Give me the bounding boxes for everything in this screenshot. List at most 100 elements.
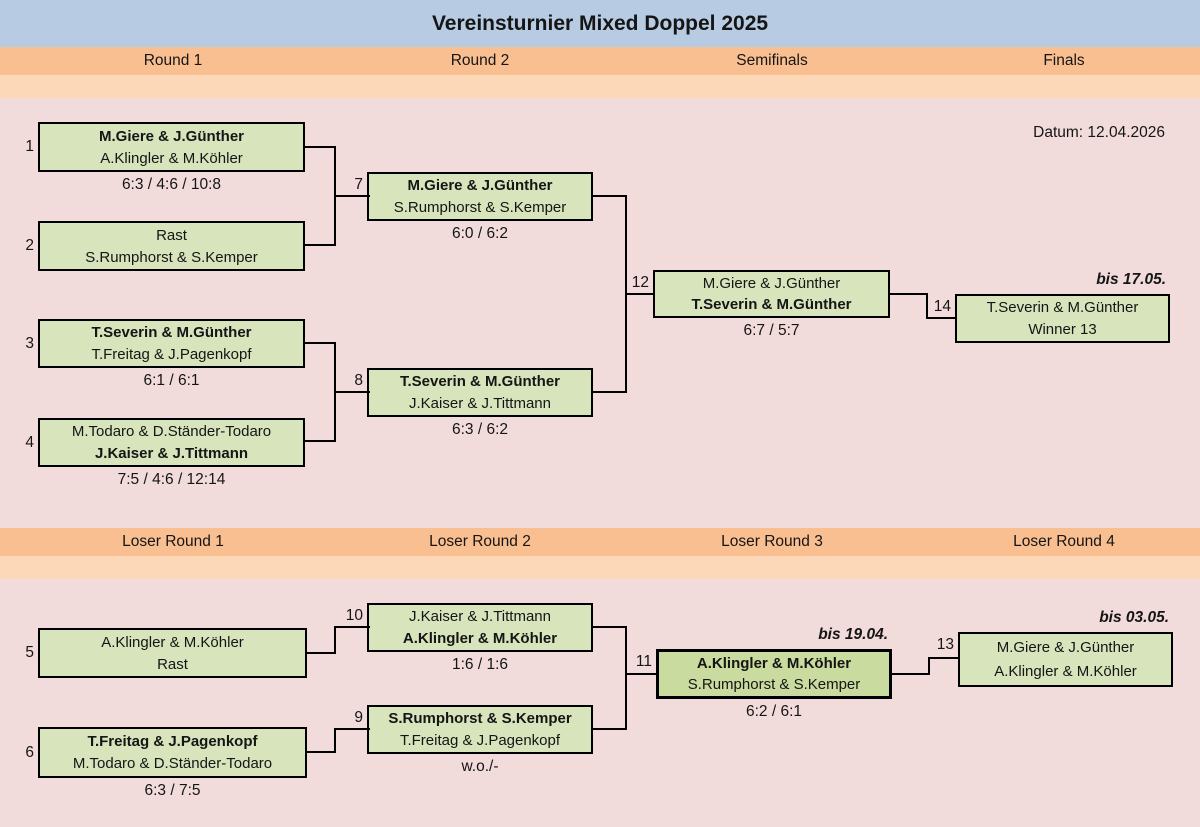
title-bar: Vereinsturnier Mixed Doppel 2025 [0,0,1200,47]
match-number-12: 12 [631,274,649,291]
match-4-team1: M.Todaro & D.Ständer-Todaro [71,423,272,441]
match-7-team1: M.Giere & J.Günther [407,177,553,195]
match-score-3: 6:1 / 6:1 [143,372,200,389]
match-1-team1: M.Giere & J.Günther [98,127,245,145]
match-10-team2: A.Klingler & M.Köhler [402,629,558,647]
match-number-11: 11 [635,653,652,670]
connector-line [334,728,370,730]
connector-line [891,673,930,675]
match-score-1: 6:3 / 4:6 / 10:8 [121,176,222,193]
header-semifinals: Semifinals [736,52,808,69]
connector-line [592,728,627,730]
match-number-8: 8 [354,372,363,389]
winner-header-band [0,47,1200,75]
match-13-team2: A.Klingler & M.Köhler [994,663,1137,681]
deadline-note-13: bis 03.05. [1099,609,1169,626]
match-2-team1: Rast [156,226,187,244]
connector-line [306,652,336,654]
match-10-team1: J.Kaiser & J.Tittmann [409,608,551,626]
match-2-team2: S.Rumphorst & S.Kemper [85,248,258,266]
match-number-13: 13 [936,636,954,653]
match-12-team1: M.Giere & J.Günther [702,275,841,292]
connector-line [592,195,627,197]
match-score-10: 1:6 / 1:6 [451,656,508,673]
page-title: Vereinsturnier Mixed Doppel 2025 [431,11,769,35]
match-number-1: 1 [25,138,34,155]
match-8-team2: J.Kaiser & J.Tittmann [409,394,551,412]
match-7-team2: S.Rumphorst & S.Kemper [393,198,567,216]
match-11-team1: A.Klingler & M.Köhler [696,655,852,672]
match-number-6: 6 [25,744,34,761]
match-number-7: 7 [354,176,363,193]
match-number-4: 4 [25,434,34,451]
date-label: Datum: 12.04.2026 [1033,124,1165,141]
header-round-1: Round 1 [143,52,203,69]
match-score-11: 6:2 / 6:1 [745,703,802,720]
loser-header-band [0,528,1200,556]
match-5-team1: A.Klingler & M.Köhler [101,633,244,651]
header-loser-round-1: Loser Round 1 [122,533,224,550]
match-number-5: 5 [25,644,34,661]
connector-line [306,751,336,753]
match-13-team1: M.Giere & J.Günther [996,638,1135,656]
match-8-team1: T.Severin & M.Günther [399,373,561,391]
header-loser-round-3: Loser Round 3 [721,533,823,550]
header-round-2: Round 2 [450,52,510,69]
deadline-note-11: bis 19.04. [818,626,888,643]
match-9-team1: S.Rumphorst & S.Kemper [388,710,572,728]
match-score-4: 7:5 / 4:6 / 12:14 [117,471,226,488]
match-number-2: 2 [25,237,34,254]
match-number-9: 9 [354,709,363,726]
match-number-14: 14 [933,298,951,315]
connector-line [305,244,336,246]
match-score-9: w.o./- [461,758,499,775]
deadline-note-14: bis 17.05. [1096,271,1166,288]
connector-line [334,391,370,393]
match-6-team1: T.Freitag & J.Pagenkopf [87,732,258,750]
connector-line [889,293,928,295]
connector-line [928,657,930,675]
connector-line [625,293,655,295]
match-score-8: 6:3 / 6:2 [451,421,508,438]
match-number-3: 3 [25,335,34,352]
match-6-team2: M.Todaro & D.Ständer-Todaro [72,755,273,773]
match-14-team2: Winner 13 [1028,320,1097,338]
connector-line [305,440,336,442]
match-score-6: 6:3 / 7:5 [144,782,201,799]
connector-line [334,626,336,654]
connector-line [625,626,627,730]
connector-line [305,342,336,344]
connector-line [334,626,370,628]
connector-line [334,195,370,197]
connector-line [592,626,627,628]
connector-line [928,657,960,659]
match-14-team1: T.Severin & M.Günther [986,299,1139,317]
match-4-team2: J.Kaiser & J.Tittmann [94,444,249,462]
connector-line [625,673,658,675]
match-score-12: 6:7 / 5:7 [743,322,800,339]
match-12-team2: T.Severin & M.Günther [691,296,852,313]
connector-line [592,391,627,393]
match-3-team1: T.Severin & M.Günther [91,324,252,342]
connector-line [334,728,336,753]
connector-line [305,146,336,148]
match-3-team2: T.Freitag & J.Pagenkopf [91,345,252,363]
match-1-team2: A.Klingler & M.Köhler [100,149,243,167]
match-score-7: 6:0 / 6:2 [451,225,508,242]
loser-subheader-band [0,556,1200,579]
match-9-team2: T.Freitag & J.Pagenkopf [399,731,561,749]
